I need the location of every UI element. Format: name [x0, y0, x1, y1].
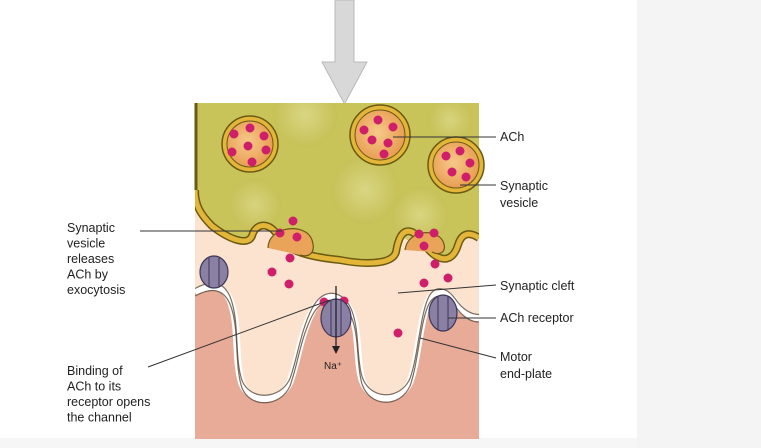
- vesicle-2: [349, 104, 411, 166]
- bottom-strip: [0, 438, 637, 448]
- leader-lines: [140, 136, 497, 368]
- ach-receptor-label: ACh receptor: [500, 311, 574, 325]
- sodium-label: Na⁺: [324, 361, 342, 372]
- synaptic-cleft-label: Synaptic cleft: [500, 279, 575, 293]
- binding-label: Binding of ACh to its receptor opens the…: [67, 364, 154, 425]
- synaptic-vesicle-label: Synaptic vesicle: [500, 179, 551, 210]
- neuromuscular-junction-diagram: Na⁺ ACh Synaptic vesicle Synaptic cleft …: [67, 0, 575, 439]
- ach-label: ACh: [500, 130, 524, 144]
- motor-end-plate-label: Motor end-plate: [500, 350, 552, 381]
- side-panel: [637, 0, 761, 448]
- stimulus-arrow: [321, 0, 368, 106]
- ach-receptor-right: [428, 294, 458, 332]
- ach-molecules: [227, 115, 475, 338]
- exocytosis-label: Synaptic vesicle releases ACh by exocyto…: [67, 221, 125, 297]
- ach-receptor-left: [199, 255, 229, 289]
